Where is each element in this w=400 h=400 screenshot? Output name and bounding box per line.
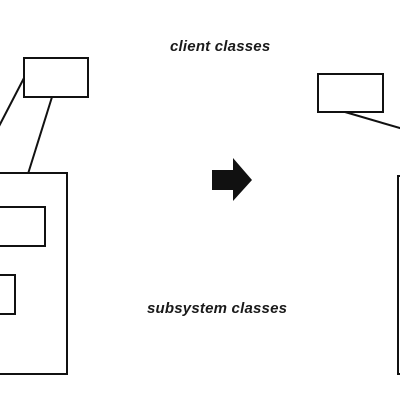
right-subsystem-container [397, 175, 400, 375]
client-classes-label: client classes [170, 38, 271, 55]
subsystem-classes-label: subsystem classes [147, 300, 288, 317]
left-client-connector-outer [0, 77, 25, 127]
left-subsystem-class-box-1 [0, 206, 46, 247]
left-client-class-box [23, 57, 89, 98]
left-subsystem-class-box-2 [0, 274, 16, 315]
right-arrow-icon [212, 158, 252, 201]
right-client-connector [344, 111, 400, 130]
left-subsystem-container [0, 172, 68, 375]
right-client-class-box [317, 73, 384, 113]
